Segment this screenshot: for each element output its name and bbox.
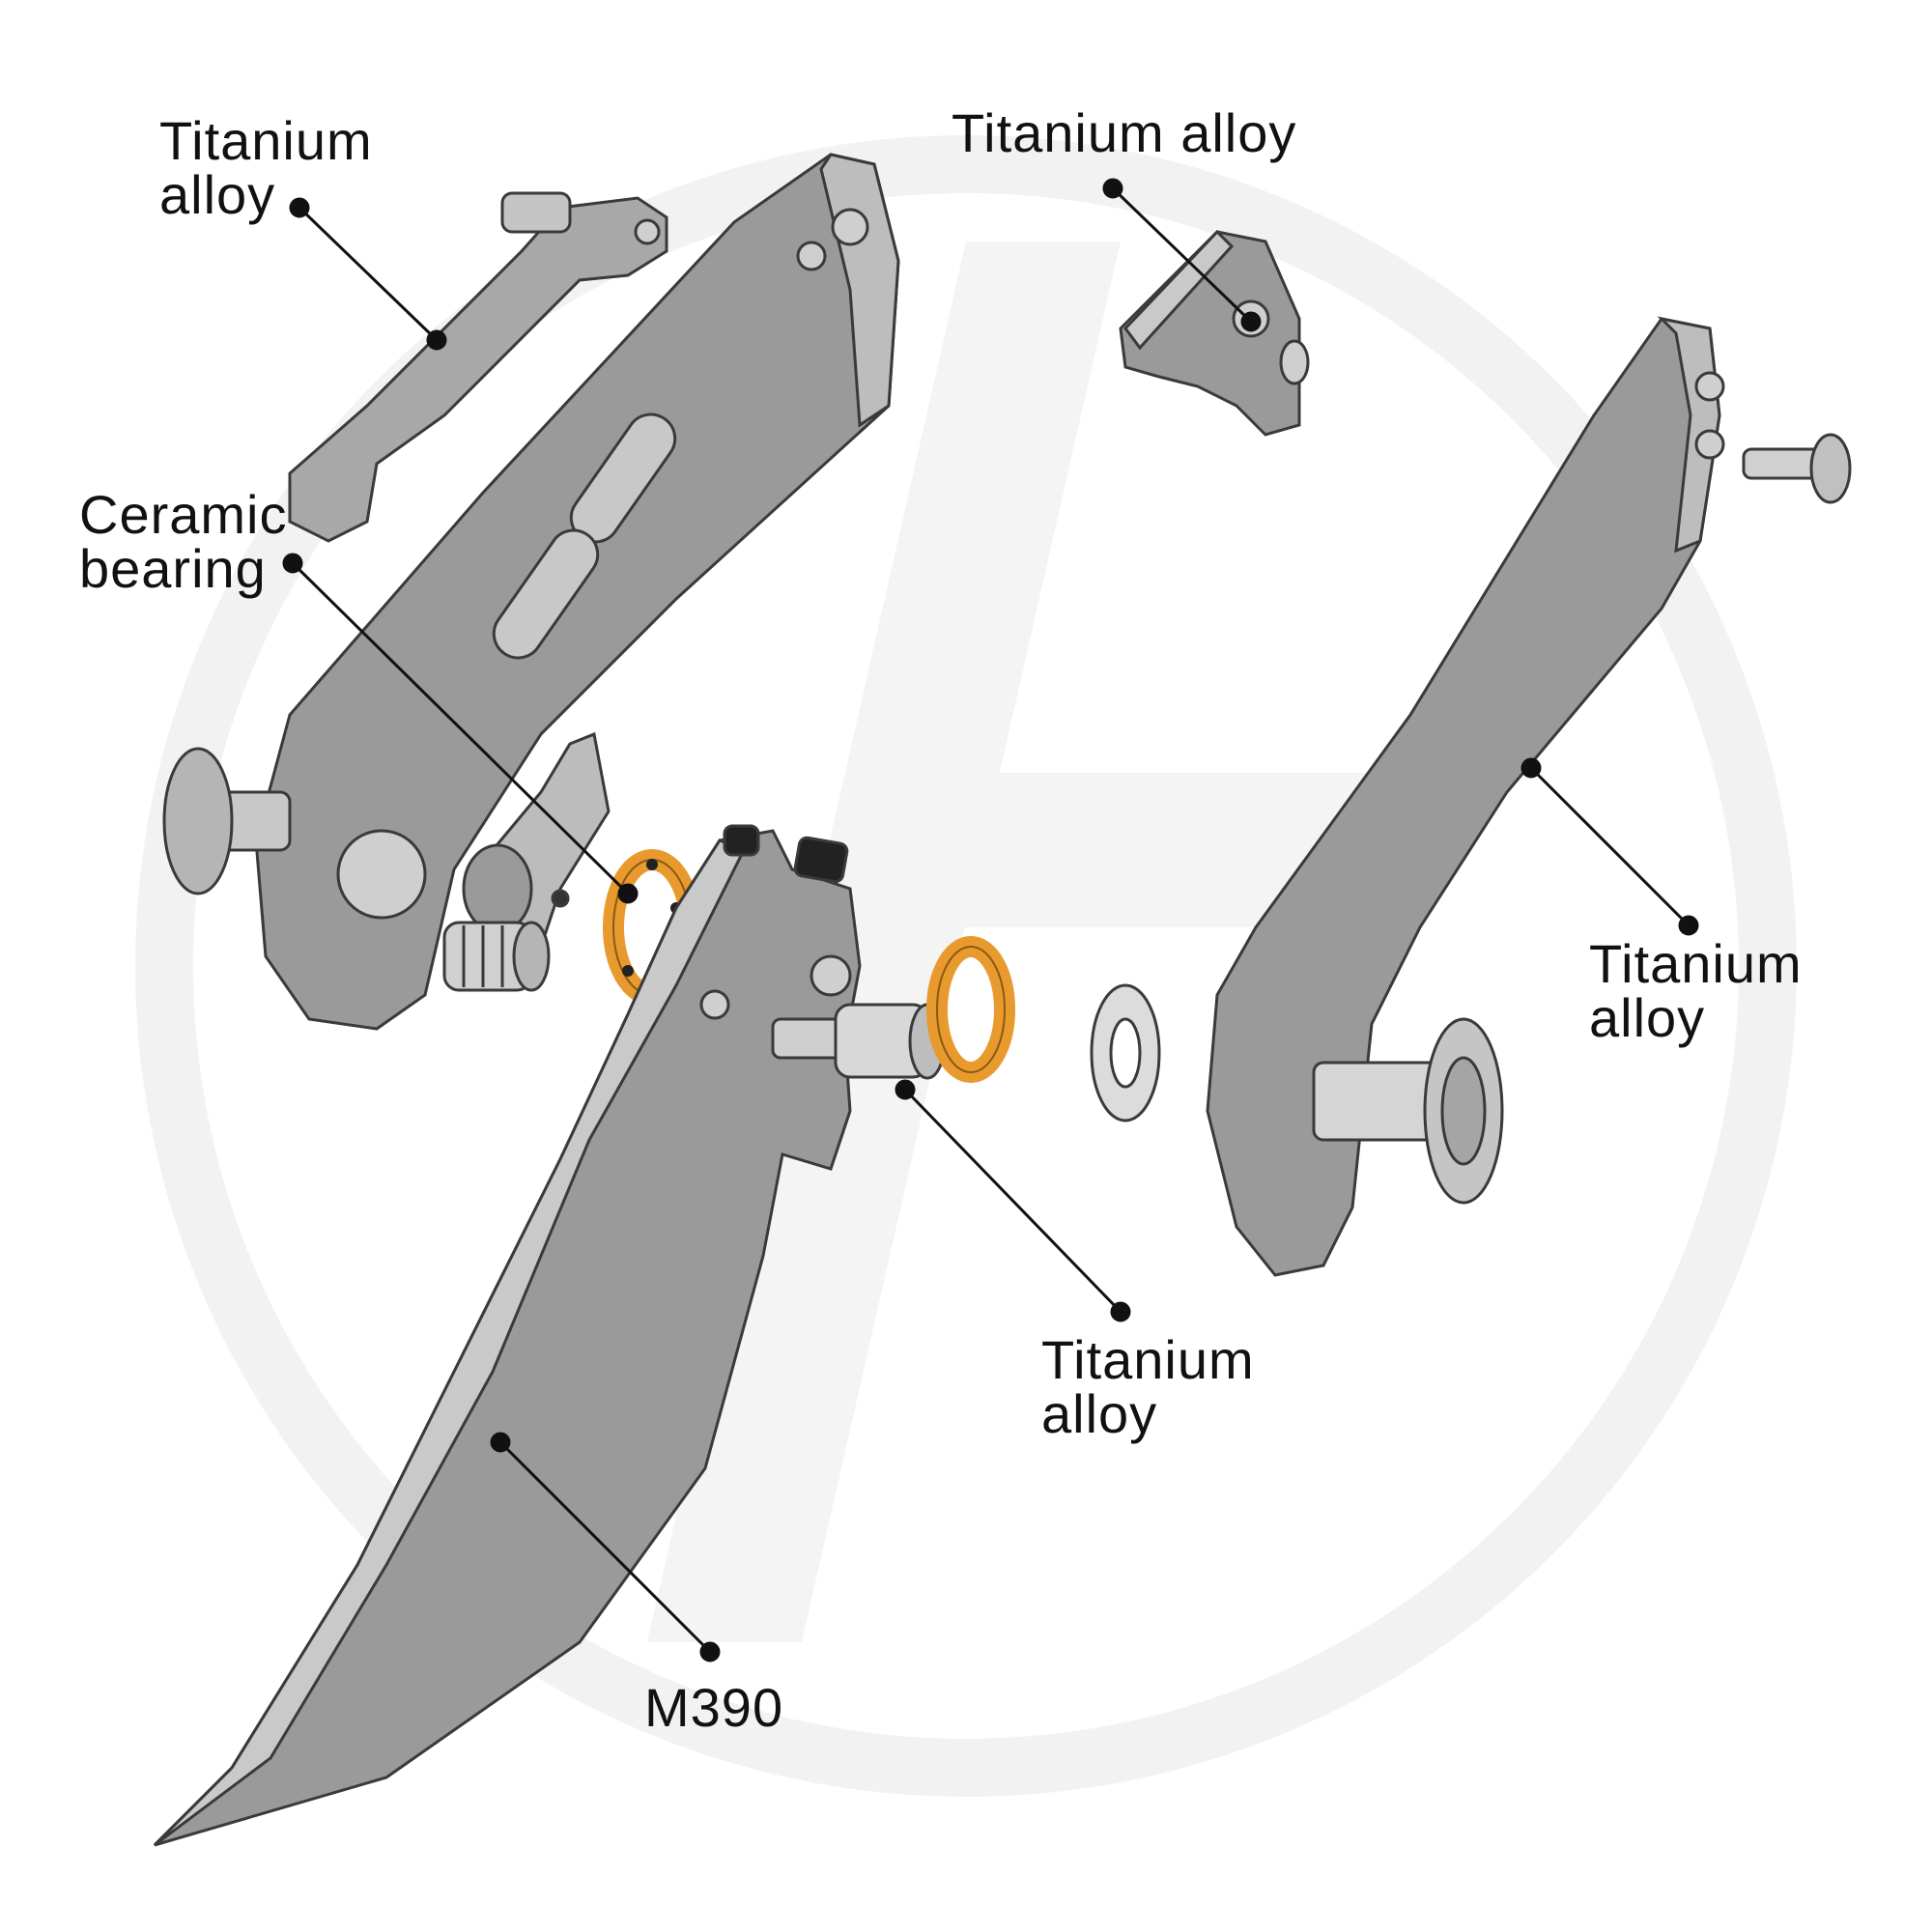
label-bearing-line2: bearing	[79, 538, 267, 599]
backspacer	[1119, 229, 1310, 437]
label-blade-line1: M390	[644, 1677, 784, 1738]
leader-right-handle-end	[1678, 915, 1699, 936]
label-right-handle: Titanium alloy	[1589, 937, 1803, 1045]
leader-clip	[298, 206, 439, 342]
washer	[1090, 983, 1161, 1122]
label-right-handle-line2: alloy	[1589, 987, 1706, 1048]
leader-clip-end	[426, 329, 447, 351]
leader-backspacer-end	[1240, 311, 1262, 332]
label-pivot-line2: alloy	[1041, 1383, 1158, 1444]
blade	[153, 824, 862, 1847]
leader-pivot-dot	[895, 1079, 916, 1100]
leader-backspacer	[1111, 186, 1253, 324]
right-handle-scale	[1206, 316, 1725, 1277]
leader-pivot-end	[1110, 1301, 1131, 1322]
leader-blade-dot	[490, 1432, 511, 1453]
label-backspacer: Titanium alloy	[952, 106, 1296, 160]
watermark-logo-mark	[647, 242, 1401, 1642]
label-blade: M390	[644, 1681, 783, 1735]
leader-blade	[498, 1440, 712, 1654]
leader-right-handle-dot	[1520, 757, 1542, 779]
ceramic-bearing-right	[926, 936, 1015, 1083]
label-pivot-line1: Titanium	[1041, 1329, 1255, 1390]
label-right-handle-line1: Titanium	[1589, 933, 1803, 994]
leader-blade-end	[699, 1641, 721, 1662]
leader-backspacer-dot	[1102, 178, 1123, 199]
leader-pivot	[903, 1088, 1122, 1314]
watermark-logo	[135, 135, 1797, 1797]
leader-lines	[282, 178, 1699, 1662]
label-clip-line1: Titanium	[159, 110, 373, 171]
leader-bearing	[291, 561, 630, 895]
label-clip: Titanium alloy	[159, 114, 373, 222]
label-bearing-line1: Ceramic	[79, 484, 288, 545]
left-handle-scale	[254, 153, 900, 1031]
leader-bearing-dot	[282, 553, 303, 574]
right-pivot-screw	[1312, 1017, 1504, 1205]
label-backspacer-line1: Titanium alloy	[952, 102, 1297, 163]
label-clip-line2: alloy	[159, 164, 276, 225]
label-bearing: Ceramic bearing	[79, 488, 287, 596]
pocket-clip	[288, 191, 668, 543]
leader-bearing-end	[617, 883, 639, 904]
leader-right-handle	[1529, 766, 1690, 927]
pivot-barrel-left	[442, 921, 551, 992]
left-standoff-screw	[162, 747, 292, 895]
label-pivot: Titanium alloy	[1041, 1333, 1255, 1441]
right-small-screw	[1742, 433, 1852, 504]
leader-clip-dot	[289, 197, 310, 218]
